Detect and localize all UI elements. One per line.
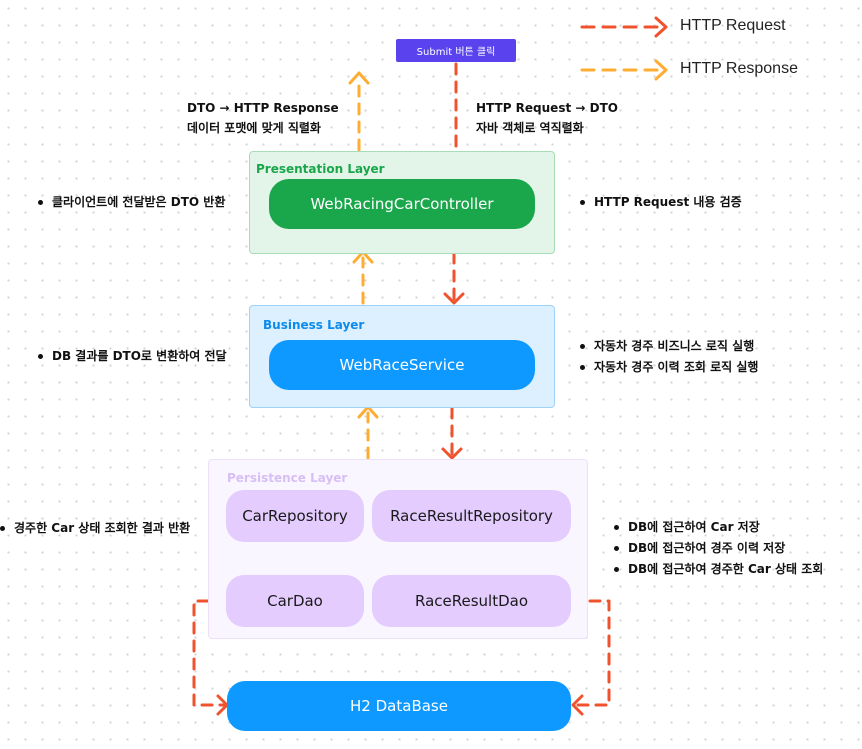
persistence-right-note: DB에 접근하여 경주 이력 저장 [614,538,823,559]
web-racing-car-controller[interactable]: WebRacingCarController [269,179,535,229]
business-layer-title: Business Layer [263,318,365,332]
arrow-business-to-presentation [352,250,374,305]
car-repository[interactable]: CarRepository [226,490,364,542]
arrow-persistence-to-business [357,405,379,460]
response-note-line-1: DTO → HTTP Response [187,101,339,115]
race-result-repository[interactable]: RaceResultRepository [372,490,571,542]
legend-request-label: HTTP Request [680,17,786,34]
request-note-line-2: 자바 객체로 역직렬화 [476,121,584,135]
submit-button[interactable]: Submit 버튼 클릭 [396,39,516,62]
presentation-right-notes: HTTP Request 내용 검증 [580,192,742,213]
car-dao[interactable]: CarDao [226,575,364,627]
presentation-right-note: HTTP Request 내용 검증 [580,192,742,213]
persistence-right-note: DB에 접근하여 Car 저장 [614,517,823,538]
persistence-right-notes: DB에 접근하여 Car 저장 DB에 접근하여 경주 이력 저장 DB에 접근… [614,517,823,580]
presentation-left-note: 클라이언트에 전달받은 DTO 반환 [38,192,225,213]
request-note-line-1: HTTP Request → DTO [476,101,618,115]
business-left-notes: DB 결과를 DTO로 변환하여 전달 [38,346,227,367]
response-serialization-note: DTO → HTTP Response 데이터 포맷에 맞게 직렬화 [187,98,339,138]
legend-response-label: HTTP Response [680,60,798,77]
business-right-notes: 자동차 경주 비즈니스 로직 실행 자동차 경주 이력 조회 로직 실행 [580,336,758,378]
persistence-left-notes: 경주한 Car 상태 조회한 결과 반환 [0,518,190,539]
business-left-note: DB 결과를 DTO로 변환하여 전달 [38,346,227,367]
legend-request-arrow [580,16,668,38]
presentation-left-notes: 클라이언트에 전달받은 DTO 반환 [38,192,225,213]
arrow-presentation-to-business [443,251,465,305]
persistence-left-note: 경주한 Car 상태 조회한 결과 반환 [0,518,190,539]
persistence-right-note: DB에 접근하여 경주한 Car 상태 조회 [614,559,823,580]
legend-response-arrow [580,59,668,81]
presentation-layer: Presentation Layer WebRacingCarControlle… [249,151,555,254]
response-note-line-2: 데이터 포맷에 맞게 직렬화 [187,121,321,135]
presentation-layer-title: Presentation Layer [256,162,385,176]
persistence-layer-title: Persistence Layer [227,471,348,485]
h2-database[interactable]: H2 DataBase [227,681,571,731]
race-result-dao[interactable]: RaceResultDao [372,575,571,627]
business-right-note: 자동차 경주 비즈니스 로직 실행 [580,336,758,357]
request-deserialization-note: HTTP Request → DTO 자바 객체로 역직렬화 [476,98,618,138]
arrow-business-to-persistence [441,406,463,460]
arrow-raceresultdao-to-database [570,599,611,716]
business-layer: Business Layer WebRaceService [249,305,555,408]
business-right-note: 자동차 경주 이력 조회 로직 실행 [580,357,758,378]
arrow-presentation-to-client [348,71,370,152]
web-race-service[interactable]: WebRaceService [269,340,535,390]
